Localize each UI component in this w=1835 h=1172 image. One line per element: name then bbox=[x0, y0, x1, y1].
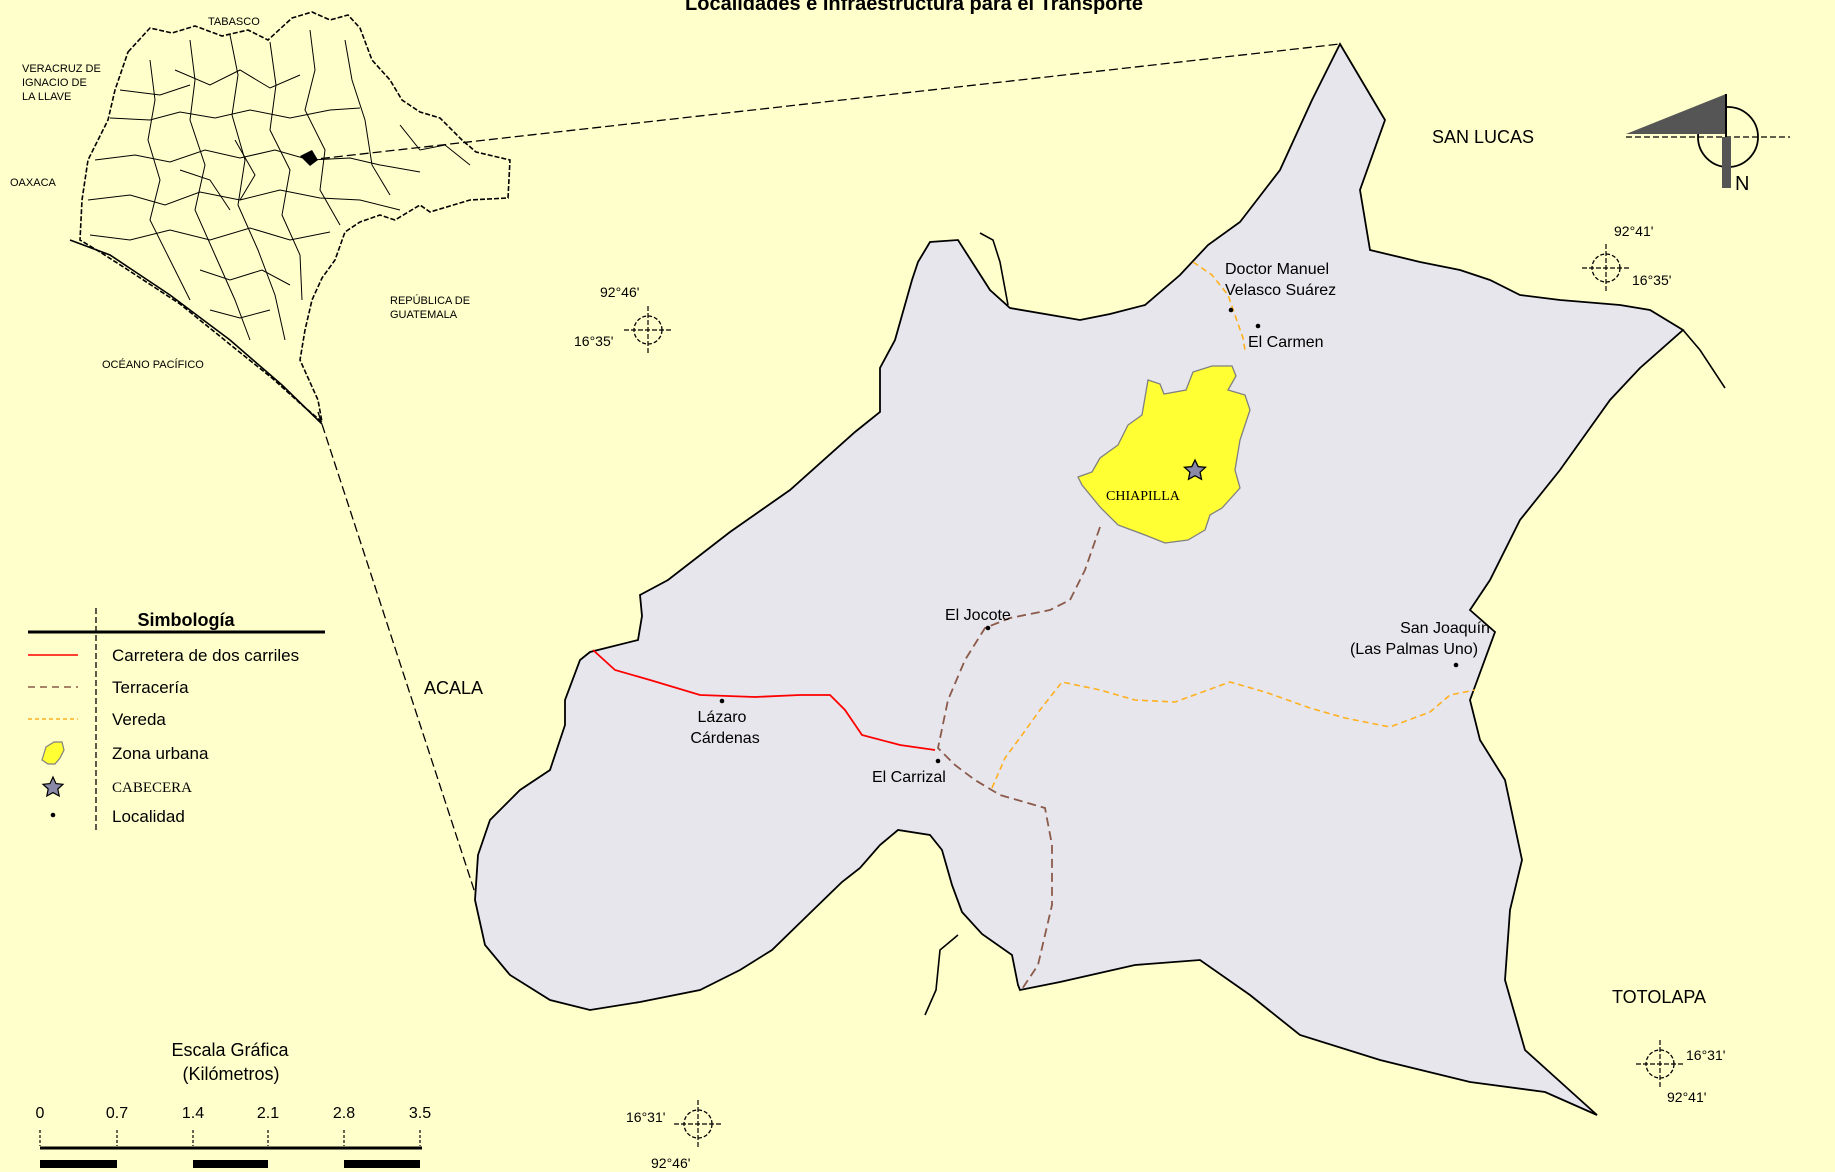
locality-dot-san-joaquin bbox=[1453, 662, 1459, 668]
scale-tick-label: 1.4 bbox=[182, 1105, 204, 1122]
highway-two-lanes bbox=[592, 649, 936, 751]
dirt-road-main bbox=[937, 526, 1101, 993]
north-label: N bbox=[1735, 173, 1749, 195]
locality-dot-el-carmen bbox=[1255, 323, 1261, 329]
coord-sw-lon: 92°46' bbox=[651, 1155, 690, 1171]
inset-map bbox=[69, 11, 511, 425]
inset-label-guatemala-2: GUATEMALA bbox=[390, 309, 458, 321]
inset-label-veracruz-2: IGNACIO DE bbox=[22, 77, 87, 89]
scale-tick-label: 0.7 bbox=[106, 1105, 128, 1122]
locality-dot-lazaro bbox=[719, 698, 725, 704]
coord-se-lon: 92°41' bbox=[1667, 1089, 1706, 1105]
inset-label-oceano: OCÉANO PACÍFICO bbox=[102, 358, 204, 371]
coordinate-marker-nw: 92°46' 16°35' bbox=[574, 284, 672, 354]
locality-label-doctor-2: Velasco Suárez bbox=[1225, 282, 1336, 299]
stream-northwest bbox=[979, 232, 1009, 306]
coord-sw-lat: 16°31' bbox=[626, 1109, 665, 1125]
legend: Simbología Carretera de dos carriles Ter… bbox=[28, 608, 325, 832]
stream-east bbox=[1682, 329, 1726, 389]
locality-dot-doctor bbox=[1228, 307, 1234, 313]
cabecera-label: CHIAPILLA bbox=[1106, 489, 1181, 504]
scale-tick-label: 2.8 bbox=[333, 1105, 355, 1122]
coord-nw-lat: 16°35' bbox=[574, 333, 613, 349]
cabecera-star-icon bbox=[1182, 458, 1208, 481]
legend-urban-icon bbox=[41, 741, 65, 765]
coord-ne-lon: 92°41' bbox=[1614, 223, 1653, 239]
neighbor-label-acala: ACALA bbox=[424, 678, 483, 698]
inset-label-tabasco: TABASCO bbox=[208, 16, 260, 28]
neighbor-labels: SAN LUCAS ACALA TOTOLAPA bbox=[424, 127, 1706, 1007]
legend-dirt-road-label: Terracería bbox=[112, 678, 189, 697]
inset-label-guatemala-1: REPÚBLICA DE bbox=[390, 294, 470, 307]
inset-label-oaxaca: OAXACA bbox=[10, 177, 57, 189]
legend-highway-label: Carretera de dos carriles bbox=[112, 646, 299, 665]
coord-se-lat: 16°31' bbox=[1686, 1047, 1725, 1063]
neighbor-label-san-lucas: SAN LUCAS bbox=[1432, 127, 1534, 147]
neighbor-label-totolapa: TOTOLAPA bbox=[1612, 987, 1706, 1007]
locality-dots bbox=[719, 307, 1459, 764]
locality-label-doctor-1: Doctor Manuel bbox=[1225, 261, 1329, 278]
locality-dot-el-jocote bbox=[985, 625, 991, 631]
path-north bbox=[1192, 261, 1246, 351]
inset-municipal-lines bbox=[87, 29, 471, 341]
streams bbox=[924, 232, 1726, 1016]
locality-label-lazaro-1: Lázaro bbox=[698, 709, 747, 726]
coordinate-marker-ne: 92°41' 16°35' bbox=[1582, 223, 1671, 292]
urban-zone-chiapilla bbox=[1077, 365, 1251, 544]
legend-title: Simbología bbox=[137, 610, 235, 630]
legend-urban-label: Zona urbana bbox=[112, 744, 209, 763]
legend-path-label: Vereda bbox=[112, 710, 166, 729]
locality-label-el-carmen: El Carmen bbox=[1248, 334, 1324, 351]
coordinate-marker-sw: 16°31' 92°46' bbox=[626, 1100, 722, 1171]
stream-south bbox=[924, 934, 959, 1016]
coordinate-marker-se: 16°31' 92°41' bbox=[1636, 1040, 1725, 1105]
inset-labels: TABASCO VERACRUZ DE IGNACIO DE LA LLAVE … bbox=[10, 16, 470, 371]
north-arrow-icon: N bbox=[1626, 94, 1790, 195]
scale-tick-label: 0 bbox=[36, 1105, 45, 1122]
locality-label-lazaro-2: Cárdenas bbox=[690, 730, 759, 747]
municipality-area bbox=[474, 42, 1685, 1116]
coord-ne-lat: 16°35' bbox=[1632, 272, 1671, 288]
scale-tick-label: 3.5 bbox=[409, 1105, 431, 1122]
path-east bbox=[991, 681, 1476, 789]
scale-title: Escala Gráfica bbox=[171, 1040, 289, 1060]
scale-bar: Escala Gráfica (Kilómetros) 0 0.7 1.4 2.1 2.… bbox=[36, 1040, 432, 1168]
locality-label-el-jocote: El Jocote bbox=[945, 607, 1011, 624]
inset-label-veracruz-3: LA LLAVE bbox=[22, 91, 71, 103]
scale-unit: (Kilómetros) bbox=[182, 1064, 279, 1084]
locality-labels: Doctor Manuel Velasco Suárez El Carmen E… bbox=[690, 261, 1490, 786]
locality-dot-el-carrizal bbox=[935, 758, 941, 764]
inset-chiapilla-highlight bbox=[300, 150, 318, 166]
inset-connector-lines bbox=[307, 43, 1341, 903]
scale-tick-labels: 0 0.7 1.4 2.1 2.8 3.5 bbox=[36, 1105, 432, 1122]
legend-cabecera-label: CABECERA bbox=[112, 780, 192, 796]
inset-state-outline bbox=[79, 11, 511, 425]
inset-coastline bbox=[69, 239, 323, 425]
roads bbox=[592, 261, 1476, 993]
legend-locality-dot-icon bbox=[50, 812, 56, 818]
map-title: Localidades e Infraestructura para el Tr… bbox=[685, 0, 1143, 15]
legend-locality-label: Localidad bbox=[112, 807, 185, 826]
inset-label-veracruz-1: VERACRUZ DE bbox=[22, 63, 101, 75]
legend-cabecera-star-icon bbox=[41, 775, 65, 798]
locality-label-el-carrizal: El Carrizal bbox=[872, 769, 946, 786]
scale-tick-label: 2.1 bbox=[257, 1105, 279, 1122]
locality-label-san-joaquin-2: (Las Palmas Uno) bbox=[1350, 641, 1478, 658]
coord-nw-lon: 92°46' bbox=[600, 284, 639, 300]
locality-label-san-joaquin-1: San Joaquín bbox=[1400, 620, 1490, 637]
